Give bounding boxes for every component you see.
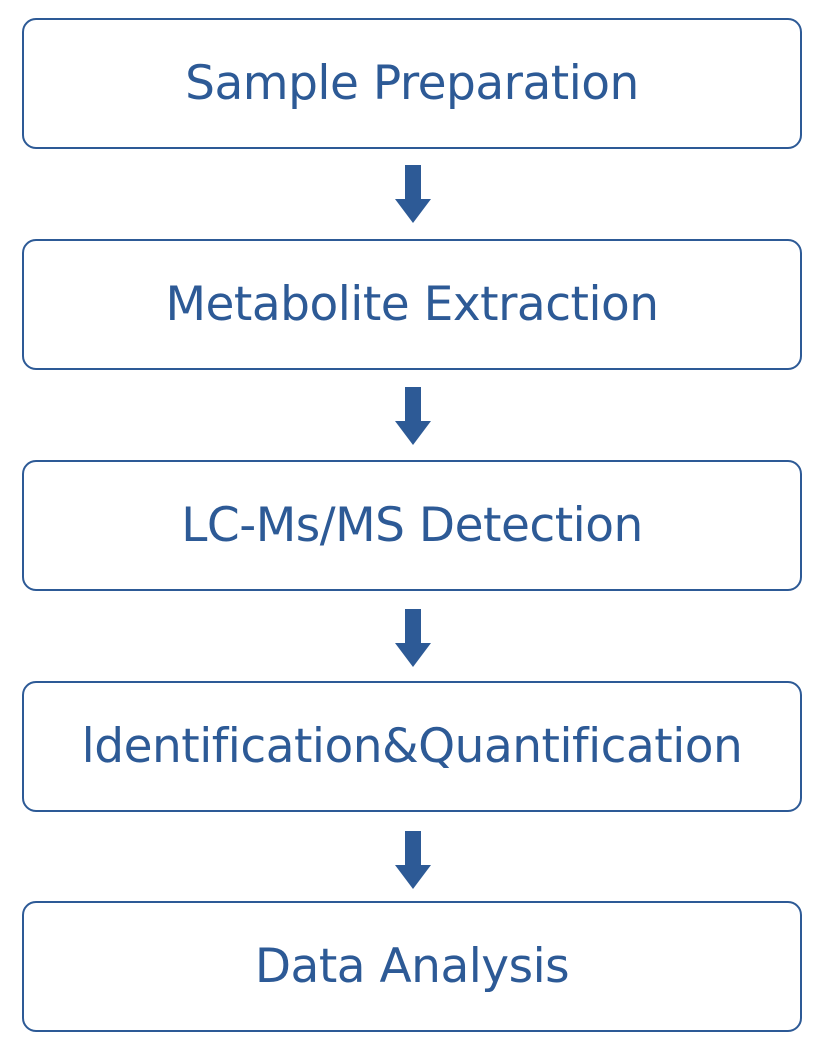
arrow-down-icon xyxy=(393,609,433,667)
step-label: LC-Ms/MS Detection xyxy=(181,498,643,553)
step-sample-preparation: Sample Preparation xyxy=(22,18,802,149)
arrow-down-icon xyxy=(393,387,433,445)
step-label: Sample Preparation xyxy=(185,56,639,111)
arrow-down-icon xyxy=(393,165,433,223)
step-label: Metabolite Extraction xyxy=(165,277,659,332)
step-metabolite-extraction: Metabolite Extraction xyxy=(22,239,802,370)
step-label: Data Analysis xyxy=(254,939,570,994)
arrow-down-icon xyxy=(393,831,433,889)
step-lcms-detection: LC-Ms/MS Detection xyxy=(22,460,802,591)
step-data-analysis: Data Analysis xyxy=(22,901,802,1032)
step-identification-quantification: ldentification&Quantification xyxy=(22,681,802,812)
step-label: ldentification&Quantification xyxy=(81,719,743,774)
